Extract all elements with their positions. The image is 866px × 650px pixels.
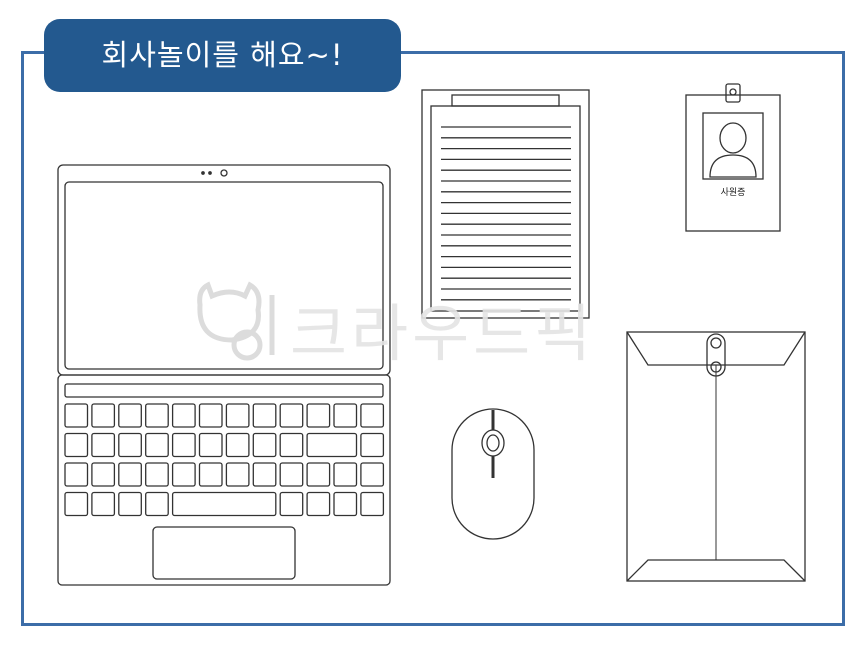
page-title: 회사놀이를 해요~!	[101, 38, 344, 72]
keyboard-key	[360, 491, 385, 517]
keyboard-key	[145, 403, 169, 428]
cat-logo-icon	[197, 281, 275, 361]
keyboard-key	[64, 491, 89, 517]
keyboard-key	[225, 403, 250, 428]
keyboard-key	[64, 432, 89, 458]
keyboard-key	[91, 432, 116, 458]
keyboard-key	[171, 491, 277, 517]
keyboard-key	[360, 403, 385, 428]
keyboard-key	[118, 432, 142, 458]
keyboard-key	[64, 403, 89, 428]
keyboard-key	[252, 432, 277, 458]
keyboard-key	[333, 491, 358, 517]
person-silhouette-icon	[709, 122, 757, 178]
keyboard-key	[360, 432, 385, 458]
keyboard-key	[171, 403, 196, 428]
keyboard-key	[279, 432, 304, 458]
keyboard-key	[306, 462, 331, 487]
watermark-text: 크라우드픽	[290, 297, 596, 370]
keyboard-key	[225, 462, 250, 487]
keyboard-key	[279, 491, 304, 517]
keyboard-key	[306, 491, 331, 517]
keyboard-key	[118, 403, 142, 428]
keyboard-key	[91, 491, 116, 517]
keyboard-key	[333, 462, 358, 487]
mouse-icon	[451, 408, 535, 540]
keyboard-key	[91, 403, 116, 428]
keyboard-key	[252, 403, 277, 428]
id-badge-label: 사원증	[720, 188, 746, 198]
keyboard-key	[171, 432, 196, 458]
keyboard-key	[279, 462, 304, 487]
keyboard-key	[306, 432, 358, 458]
clipboard-icon	[421, 89, 590, 319]
keyboard-key	[118, 491, 142, 517]
keyboard-key	[145, 462, 169, 487]
laptop-icon	[57, 164, 391, 586]
keyboard-key	[198, 403, 223, 428]
keyboard-key	[145, 432, 169, 458]
keyboard-key	[64, 462, 89, 487]
envelope-icon	[626, 331, 806, 582]
keyboard-key	[360, 462, 385, 487]
id-badge-icon	[685, 83, 781, 232]
keyboard-key	[279, 403, 304, 428]
keyboard-key	[333, 403, 358, 428]
keyboard-key	[118, 462, 142, 487]
title-tab	[44, 19, 401, 92]
keyboard-key	[198, 432, 223, 458]
keyboard-key	[252, 462, 277, 487]
keyboard-key	[91, 462, 116, 487]
keyboard-key	[145, 491, 169, 517]
keyboard-key	[306, 403, 331, 428]
keyboard-key	[171, 462, 196, 487]
keyboard-key	[198, 462, 223, 487]
keyboard-key	[225, 432, 250, 458]
